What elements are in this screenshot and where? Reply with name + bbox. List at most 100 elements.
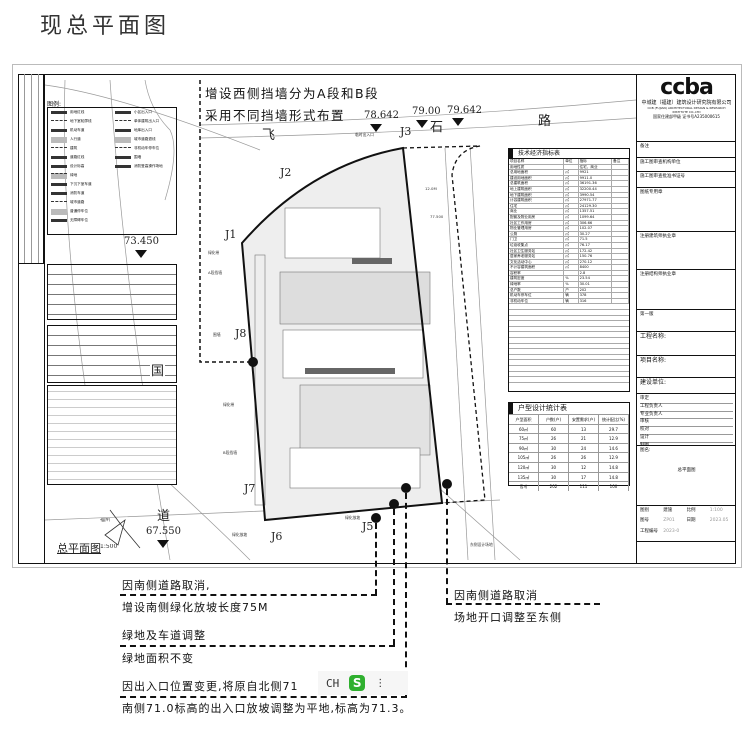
legend-item: 消防登高操作场地: [112, 162, 176, 171]
ime-language-toggle[interactable]: CH: [326, 676, 340, 690]
table-cell: [564, 164, 579, 170]
table-cell: 26: [539, 434, 569, 443]
legend-item: 消防车道: [48, 189, 112, 198]
table-cell: 21: [569, 434, 599, 443]
number-label: 图号: [640, 518, 649, 524]
table-cell: 135㎡: [509, 472, 539, 482]
title-block: ccba 中城建（福建）建筑设计研究院有限公司 CCB (FUJIAN) ARC…: [636, 74, 736, 564]
legend-label: 城市道路: [70, 200, 85, 204]
drawing-title: 总平面图: [57, 542, 101, 555]
annotation-green-adjust: 绿地及车道调整: [122, 629, 206, 642]
table-cell: 306.66: [579, 220, 613, 226]
table-cell: 30: [539, 443, 569, 453]
signature-role: 审定: [640, 396, 733, 404]
company-name: 中城建（福建）建筑设计研究院有限公司: [641, 100, 732, 106]
table-cell: 26: [569, 453, 599, 462]
table-cell: ㎡: [564, 237, 579, 242]
table-cell: 户: [564, 287, 579, 293]
legend-label: 地下室轮廓线: [70, 119, 92, 123]
column-header: 安置需求(户): [569, 415, 599, 424]
table-cell: ㎡: [564, 209, 579, 214]
legend-swatch-icon: [51, 129, 67, 132]
table-cell: 垃圾收集点: [509, 242, 565, 248]
table-cell: 102.07: [579, 226, 613, 231]
plan-label: 临时出入口: [355, 132, 374, 137]
table-cell: 12.9: [599, 434, 629, 443]
table-cell: 地上建筑面积: [509, 186, 565, 192]
elevation-label: 79.00: [412, 106, 441, 117]
table-cell: [612, 242, 629, 248]
table-row-blank: [509, 355, 629, 361]
table-row-blank: [509, 360, 629, 366]
legend-item: 地库出入口: [112, 126, 176, 135]
table-cell: ㎡: [564, 203, 579, 209]
signature-role: 专业负责人: [640, 412, 733, 420]
frame-divider: [44, 74, 45, 564]
west-wall-dashed: [199, 80, 252, 363]
legend-label: 设计标高: [70, 164, 85, 168]
table-cell: 30.27: [579, 231, 613, 237]
table-cell: 14.6: [599, 443, 629, 453]
table-cell: 用地性质: [509, 164, 565, 170]
legend-label: 非机动车停车位: [134, 146, 160, 150]
table-cell: 9921: [579, 170, 613, 175]
table-row: 建筑密度%23.54: [509, 276, 629, 283]
plan-label: B段挡墙: [223, 450, 237, 455]
annotation-entrance-detail: 南侧71.0标高的出入口放坡调整为平地,标高为71.3。: [122, 702, 412, 715]
table-cell: [612, 237, 629, 242]
legend-item: 围墙: [112, 153, 176, 162]
table-cell: 24129.30: [579, 203, 613, 209]
table-cell: 14.8: [599, 472, 629, 482]
table-cell: [612, 186, 629, 192]
sogou-logo-icon[interactable]: S: [349, 675, 366, 691]
signature-role: 工程负责人: [640, 404, 733, 412]
annotation-green-area: 绿地面积不变: [122, 652, 194, 665]
legend-item: 小区出入口: [112, 108, 176, 117]
legend-label: 小区出入口: [134, 110, 152, 114]
table-cell: 门卫: [509, 237, 565, 242]
leader-line: [446, 489, 448, 604]
table-cell: 17: [569, 472, 599, 482]
legend-label: 城市道路退线: [134, 137, 156, 141]
table-cell: [612, 282, 629, 287]
legend-label: 绿地: [70, 173, 78, 177]
legend: 用地红线地下室轮廓线机动车道人行道建筑道路红线设计标高绿地下沉下室车道消防车道城…: [47, 107, 177, 235]
legend-label: 消防登高操作场地: [134, 164, 163, 168]
version-label: 第一版: [637, 310, 736, 332]
north-arrow: [104, 509, 141, 549]
legend-item: 城市道路: [48, 198, 112, 207]
site-boundary: [240, 146, 444, 522]
table-cell: ㎡: [564, 259, 579, 265]
point-label: J1: [225, 228, 237, 241]
legend-label: 机动车道: [70, 128, 85, 132]
legend-label: 道路红线: [70, 155, 85, 159]
table-cell: 机动车停车位: [509, 293, 565, 298]
signature-role: 校对: [640, 427, 733, 435]
column-header: 项目名称: [509, 159, 565, 164]
table-cell: 12.9: [599, 453, 629, 462]
table-row-blank: [509, 349, 629, 355]
column-header: 户数(户): [539, 415, 569, 424]
table-row-blank: [509, 310, 629, 316]
table-cell: 13: [569, 424, 599, 434]
ime-menu-icon[interactable]: ⋮: [375, 677, 386, 689]
table-cell: 14.8: [599, 462, 629, 472]
legend-swatch-icon: [51, 192, 67, 195]
table-cell: 不计容建筑面积: [509, 265, 565, 270]
category-value: 建施: [663, 508, 673, 513]
table-cell: 商业: [509, 209, 565, 214]
ime-toolbar[interactable]: CH S ⋮: [318, 671, 408, 695]
table-cell: [612, 220, 629, 226]
table-cell: 29.7: [599, 424, 629, 434]
table-cell: 物业管理用房: [509, 226, 565, 231]
table-cell: 住宅: [509, 203, 565, 209]
road-name-char: 路: [538, 114, 552, 129]
road-boundary-dashed: [402, 145, 486, 504]
